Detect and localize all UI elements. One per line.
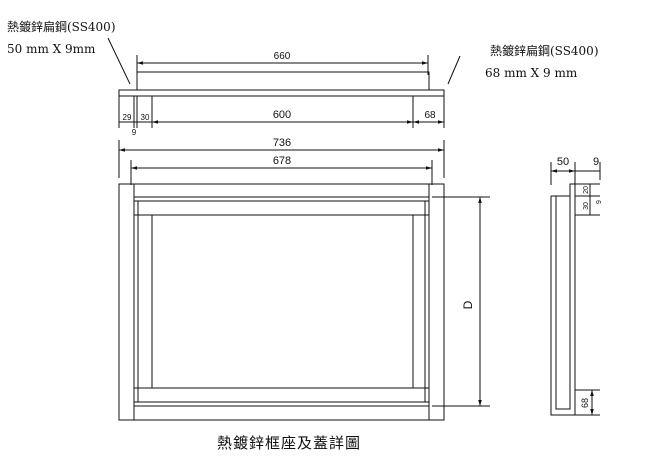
dim-30-text: 30 <box>141 113 150 122</box>
front-top-bar <box>133 196 430 216</box>
dim-736-text: 736 <box>273 137 291 149</box>
top-frame-outline <box>136 71 430 91</box>
front-view <box>118 140 490 421</box>
top-flat-bar <box>118 89 445 97</box>
dim-678-text: 678 <box>273 155 291 167</box>
left-material-label: 熱鍍鋅扁鋼(SS400) <box>7 20 116 34</box>
left-leader-line <box>107 37 131 85</box>
front-bottom-bar <box>133 387 430 407</box>
left-size-label: 50 mm X 9mm <box>7 42 96 56</box>
dim-29-text: 29 <box>123 113 132 122</box>
top-view <box>107 37 461 128</box>
right-size-label: 68 mm X 9 mm <box>485 66 578 80</box>
side-profile <box>550 183 576 416</box>
dim-600-text: 600 <box>273 109 291 121</box>
dim-9-text: 9 <box>132 128 137 137</box>
dim-68-side-text: 68 <box>580 398 590 408</box>
side-view <box>550 162 601 416</box>
drawing-title: 熱鍍鋅框座及蓋詳圖 <box>217 434 362 452</box>
right-leader-line <box>447 55 461 85</box>
dim-side-9-text: 9 <box>593 156 599 168</box>
right-material-label: 熱鍍鋅扁鋼(SS400) <box>490 44 599 58</box>
dim-d-text: D <box>461 300 475 309</box>
outer-frame <box>118 183 445 421</box>
dim-30-side-text: 30 <box>583 202 590 210</box>
dim-68-top-text: 68 <box>424 110 436 121</box>
dim-660-text: 660 <box>274 51 291 62</box>
dim-side-9b-text: 9 <box>596 200 603 204</box>
dim-20-text: 20 <box>583 186 590 194</box>
dim-50-text: 50 <box>557 156 569 168</box>
